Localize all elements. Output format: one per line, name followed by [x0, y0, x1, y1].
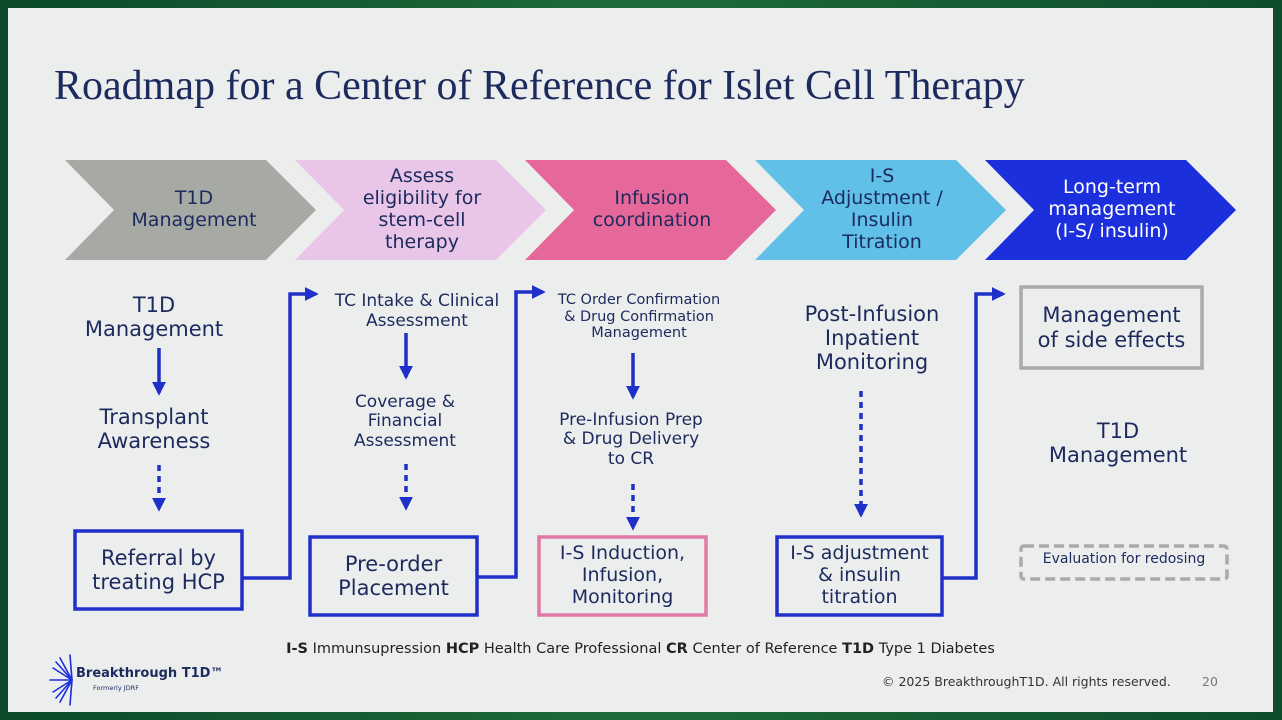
phase-label-3: Infusion coordination — [592, 187, 712, 231]
col2-step-coverage: Coverage & Financial Assessment — [354, 391, 456, 451]
legend-text-cr: Center of Reference — [692, 641, 838, 657]
page-number: 20 — [1202, 674, 1218, 689]
breakthrough-t1d-logo: Breakthrough T1D™ Formerly JDRF — [46, 648, 223, 708]
phase-chevron-2 — [295, 160, 546, 260]
adjustment-box-label: I-S adjustment & insulin titration — [790, 542, 929, 608]
slide: Roadmap for a Center of Reference for Is… — [8, 8, 1273, 712]
connector-1-to-2 — [242, 287, 319, 580]
slide-title: Roadmap for a Center of Reference for Is… — [54, 63, 1025, 109]
redosing-box-label: Evaluation for redosing — [1042, 550, 1206, 567]
legend-text-hcp: Health Care Professional — [483, 641, 662, 657]
phase-label-2: Assess eligibility for stem-cell therapy — [362, 165, 482, 253]
side-effects-box — [1019, 285, 1204, 370]
abbreviation-legend: I-S Immunsupression HCP Health Care Prof… — [8, 641, 1273, 657]
connector-4-to-5 — [942, 287, 1006, 580]
col2-step-tc-intake: TC Intake & Clinical Assessment — [334, 291, 500, 331]
phase-label-1: T1D Management — [131, 187, 257, 231]
phase-chevron-5 — [985, 160, 1236, 260]
legend-abbr-cr: CR — [666, 641, 688, 657]
legend-text-t1d: Type 1 Diabetes — [878, 641, 995, 657]
legend-abbr-is: I-S — [286, 641, 308, 657]
legend-abbr-t1d: T1D — [842, 641, 875, 657]
logo-text: Breakthrough T1D™ — [76, 666, 224, 681]
col5-step-t1d-management: T1D Management — [1048, 418, 1188, 467]
redosing-box — [1019, 544, 1229, 581]
col1-step-transplant-awareness: Transplant Awareness — [97, 404, 211, 453]
pre-order-box-label: Pre-order Placement — [338, 551, 449, 600]
col1-step-t1d-management: T1D Management — [84, 292, 224, 341]
side-effects-box-label: Management of side effects — [1037, 303, 1186, 352]
connector-2-to-3 — [477, 285, 546, 579]
phase-chevron-1 — [65, 160, 316, 260]
col4-step-post-infusion: Post-Infusion Inpatient Monitoring — [804, 301, 940, 375]
legend-text-is: Immunsupression — [312, 641, 442, 657]
phase-chevron-4 — [755, 160, 1006, 260]
roadmap-diagram — [65, 160, 1236, 617]
logo-subtext: Formerly JDRF — [93, 684, 139, 692]
copyright-text: © 2025 BreakthroughT1D. All rights reser… — [882, 674, 1171, 689]
col3-step-pre-infusion: Pre-Infusion Prep & Drug Delivery to CR — [559, 409, 703, 469]
referral-box-label: Referral by treating HCP — [92, 545, 225, 594]
induction-box — [537, 535, 708, 617]
induction-box-label: I-S Induction, Infusion, Monitoring — [559, 542, 686, 608]
phase-label-4: I-S Adjustment / Insulin Titration — [821, 165, 943, 253]
referral-box — [73, 529, 244, 611]
adjustment-box — [775, 535, 944, 617]
phase-label-5: Long-term management (I-S/ insulin) — [1048, 176, 1176, 242]
phase-chevron-3 — [525, 160, 776, 260]
starburst-icon — [49, 654, 73, 706]
legend-abbr-hcp: HCP — [445, 641, 480, 657]
col3-step-tc-order: TC Order Confirmation & Drug Confirmatio… — [557, 291, 721, 342]
